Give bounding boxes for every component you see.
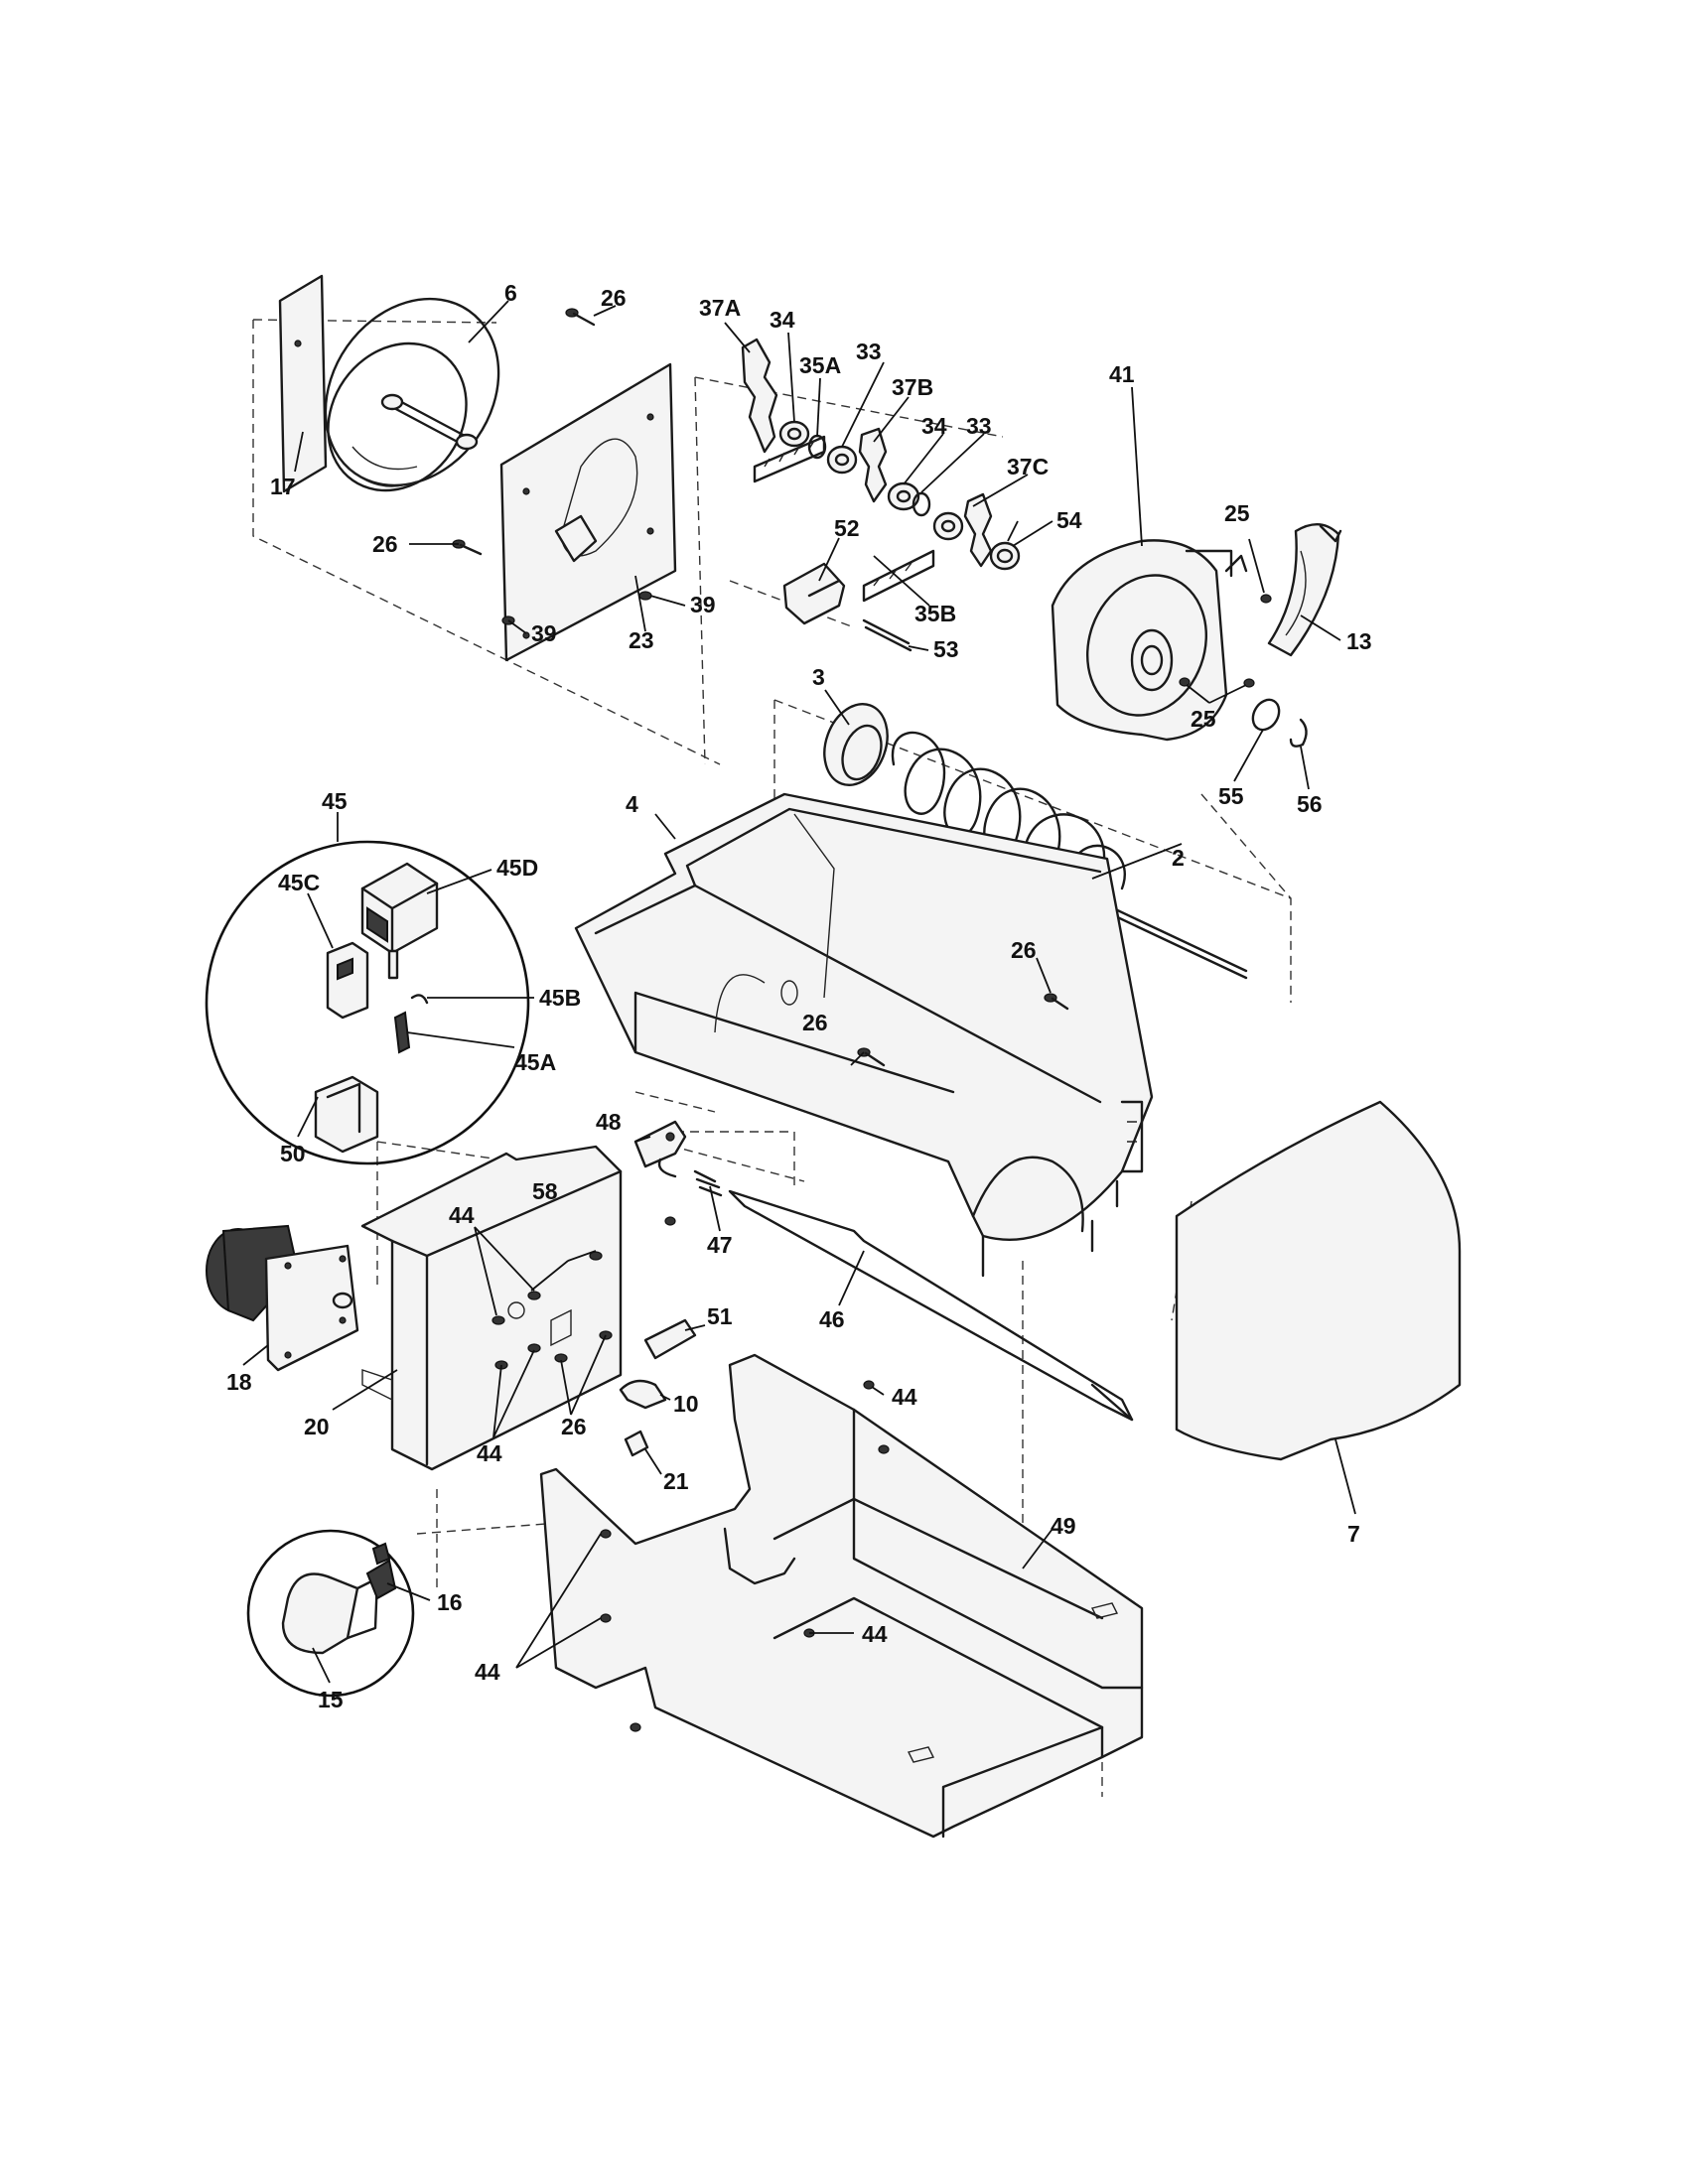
tray-screws xyxy=(600,1380,890,1732)
label-53: 53 xyxy=(933,636,959,662)
part-7-cover xyxy=(1175,1100,1462,1461)
label-21: 21 xyxy=(663,1468,689,1494)
label-25: 25 xyxy=(1224,500,1250,526)
part-13-bracket xyxy=(1267,523,1342,657)
label-45d: 45D xyxy=(496,855,538,881)
label-45c: 45C xyxy=(278,870,320,895)
label-3: 3 xyxy=(812,664,825,690)
label-44: 44 xyxy=(449,1202,475,1228)
label-33b: 33 xyxy=(966,413,992,439)
label-55: 55 xyxy=(1218,783,1244,809)
part-3-cup xyxy=(823,703,889,786)
label-44c: 44 xyxy=(477,1440,502,1466)
part-labels: 6 26 37A 34 35A 33 37B 34 33 37C 41 25 1… xyxy=(226,280,1372,1712)
part-20-control-box xyxy=(360,1145,623,1471)
part-6-drum xyxy=(324,297,500,492)
label-33: 33 xyxy=(856,339,882,364)
label-37c: 37C xyxy=(1007,454,1049,479)
label-20: 20 xyxy=(304,1414,330,1439)
label-44b: 44 xyxy=(892,1384,917,1410)
label-34b: 34 xyxy=(921,413,947,439)
part-17-panel xyxy=(278,274,328,493)
cam-gear-stack xyxy=(741,338,1021,652)
part-55-56-rings xyxy=(1251,698,1308,748)
label-46: 46 xyxy=(819,1306,845,1332)
label-23: 23 xyxy=(629,627,654,653)
label-39: 39 xyxy=(690,592,716,617)
label-44d: 44 xyxy=(862,1621,888,1647)
label-13: 13 xyxy=(1346,628,1372,654)
label-26c: 26 xyxy=(1011,937,1037,963)
label-26b: 26 xyxy=(372,531,398,557)
part-4-ice-bin xyxy=(574,792,1154,1278)
label-39b: 39 xyxy=(531,620,557,646)
label-44e: 44 xyxy=(475,1659,500,1685)
label-18: 18 xyxy=(226,1369,252,1395)
label-35a: 35A xyxy=(799,352,841,378)
label-58: 58 xyxy=(532,1178,558,1204)
label-26: 26 xyxy=(601,285,627,311)
label-17: 17 xyxy=(270,474,296,499)
label-45b: 45B xyxy=(539,985,581,1011)
label-16: 16 xyxy=(437,1589,463,1615)
detail-45-switch xyxy=(205,840,530,1165)
label-7: 7 xyxy=(1347,1521,1360,1547)
label-37b: 37B xyxy=(892,374,933,400)
detail-15-16-bulb xyxy=(246,1529,415,1698)
part-18-motor xyxy=(206,1224,359,1372)
label-6: 6 xyxy=(504,280,517,306)
label-15: 15 xyxy=(318,1687,344,1712)
label-26d: 26 xyxy=(802,1010,828,1035)
label-51: 51 xyxy=(707,1303,733,1329)
label-52: 52 xyxy=(834,515,860,541)
label-10: 10 xyxy=(673,1391,699,1417)
label-37a: 37A xyxy=(699,295,741,321)
part-49-base-tray xyxy=(539,1353,1144,1839)
label-4: 4 xyxy=(626,791,638,817)
label-45: 45 xyxy=(322,788,348,814)
label-26e: 26 xyxy=(561,1414,587,1439)
label-35b: 35B xyxy=(914,601,956,626)
label-34: 34 xyxy=(770,307,795,333)
label-45a: 45A xyxy=(514,1049,556,1075)
label-2: 2 xyxy=(1172,845,1185,871)
part-25-screws xyxy=(1179,594,1272,688)
linkage-parts xyxy=(619,1120,1134,1457)
label-50: 50 xyxy=(280,1141,306,1166)
leader-lines xyxy=(242,300,1356,1684)
label-41: 41 xyxy=(1109,361,1135,387)
label-54: 54 xyxy=(1056,507,1082,533)
part-41-housing xyxy=(1051,539,1248,742)
label-25b: 25 xyxy=(1191,706,1216,732)
label-56: 56 xyxy=(1297,791,1323,817)
label-47: 47 xyxy=(707,1232,733,1258)
part-23-mounting-plate xyxy=(499,362,677,662)
label-48: 48 xyxy=(596,1109,622,1135)
label-49: 49 xyxy=(1051,1513,1076,1539)
